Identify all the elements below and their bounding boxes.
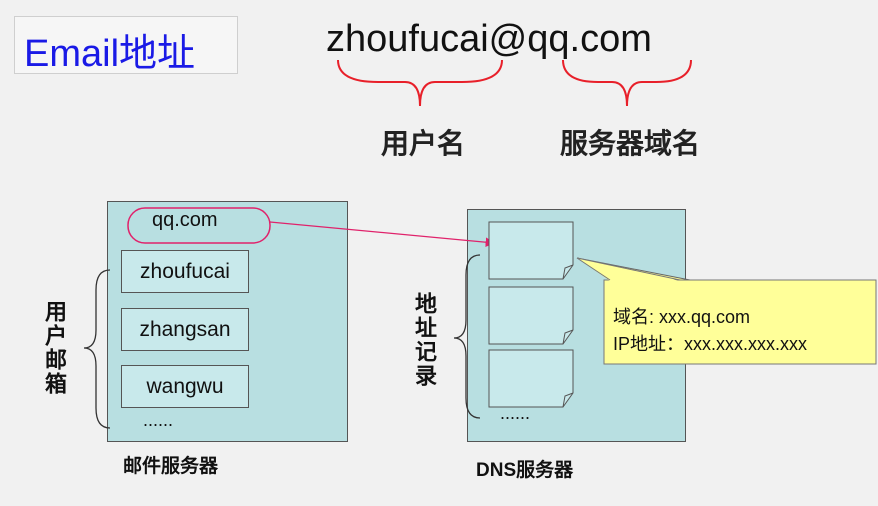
mailboxes-brace (83, 269, 111, 429)
mail-server-domain-tag: qq.com (152, 209, 218, 231)
dns-record-more: ...... (500, 403, 531, 423)
callout-domain: 域名: xxx.qq.com (613, 307, 751, 327)
title-box (14, 16, 238, 74)
mailbox-more: ...... (143, 410, 174, 430)
domain-brace (562, 59, 692, 107)
page-title: Email地址 (24, 33, 196, 75)
dns-server-caption: DNS服务器 (476, 460, 574, 481)
username-brace (337, 59, 503, 107)
username-label: 用户名 (381, 128, 466, 159)
mail-server-caption: 邮件服务器 (123, 456, 219, 477)
record-note (488, 349, 574, 408)
records-label: 地址记录 (412, 292, 437, 388)
records-brace (453, 254, 481, 419)
mailbox-item: zhangsan (121, 308, 249, 351)
lookup-arrow (269, 221, 496, 247)
callout-ip: IP地址：xxx.xxx.xxx.xxx (613, 334, 808, 354)
record-note (488, 221, 574, 280)
mailboxes-label: 用户邮箱 (42, 300, 67, 396)
mailbox-item: zhoufucai (121, 250, 249, 293)
email-address: zhoufucai@qq.com (326, 18, 652, 60)
mailbox-item: wangwu (121, 365, 249, 408)
domain-label: 服务器域名 (560, 128, 701, 159)
record-callout-box (603, 279, 877, 365)
record-note (488, 286, 574, 345)
domain-tag-ellipse (127, 207, 271, 244)
